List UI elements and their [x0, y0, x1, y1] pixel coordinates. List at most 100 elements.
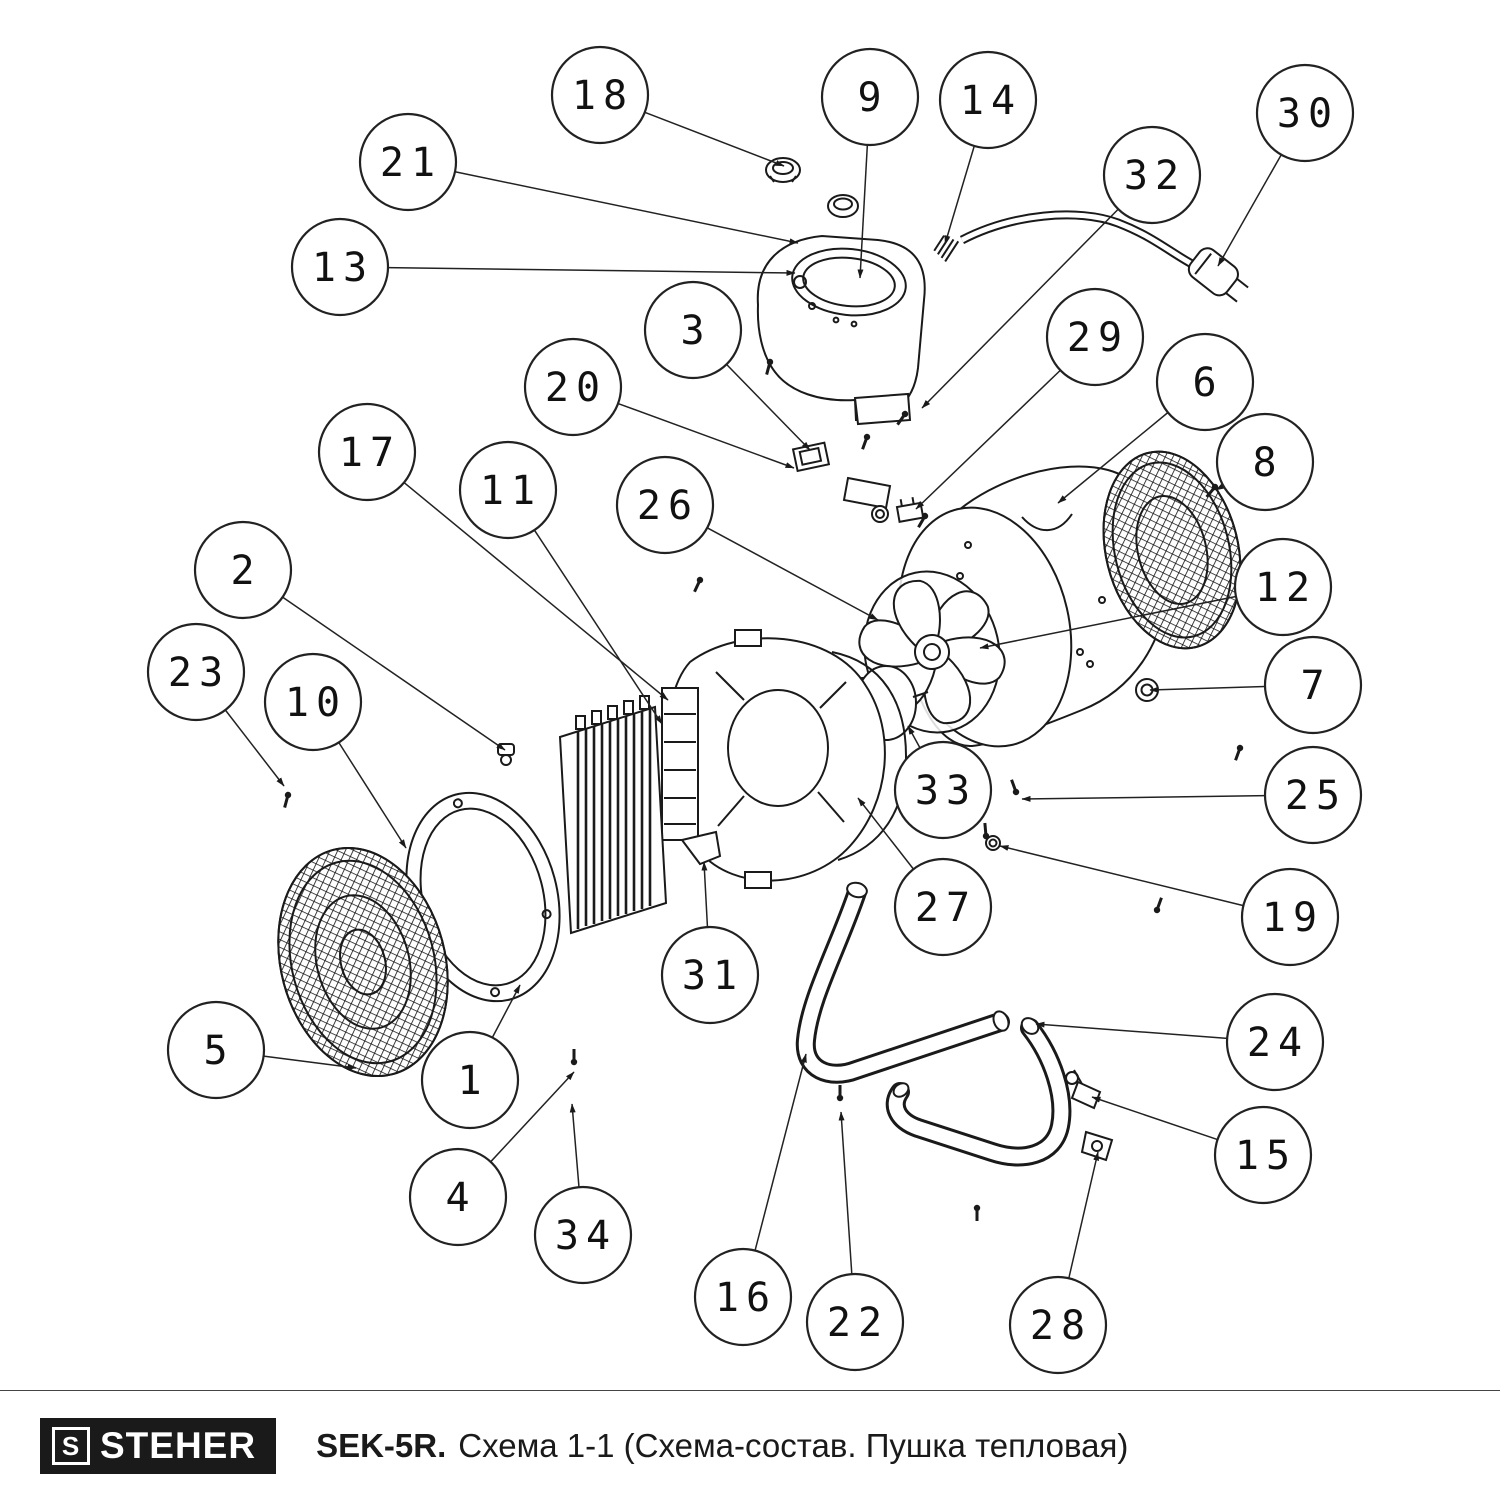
callout-number-18: 18 — [572, 73, 634, 119]
callout-number-11: 11 — [480, 468, 542, 514]
callout-number-30: 30 — [1277, 91, 1339, 137]
callout-9: 9 — [820, 47, 920, 279]
callout-balloon-2 — [193, 520, 293, 620]
callout-leader-7 — [1149, 685, 1266, 693]
callout-number-5: 5 — [203, 1028, 234, 1074]
callout-number-4: 4 — [445, 1175, 476, 1221]
callout-leader-27 — [857, 797, 915, 870]
callout-19: 19 — [999, 845, 1340, 967]
callout-leader-33 — [907, 725, 921, 749]
callout-balloon-30 — [1255, 63, 1355, 163]
small-nut — [985, 835, 1001, 851]
brand-name: STEHER — [100, 1424, 257, 1466]
callout-balloon-8 — [1215, 412, 1315, 512]
callout-balloon-27 — [893, 857, 993, 957]
control-knob-right — [827, 194, 859, 218]
power-cord — [933, 210, 1249, 303]
callout-number-21: 21 — [380, 140, 442, 186]
top-cover — [756, 234, 926, 426]
callout-number-26: 26 — [637, 483, 699, 529]
model-number: SEK-5R. — [316, 1426, 447, 1464]
callout-33: 33 — [893, 725, 993, 840]
callout-leader-18 — [644, 111, 785, 167]
callout-number-17: 17 — [339, 430, 401, 476]
callout-leader-9 — [857, 144, 869, 279]
callout-leader-23 — [224, 709, 285, 787]
callout-leader-5 — [263, 1055, 357, 1070]
callout-balloon-15 — [1213, 1105, 1313, 1205]
callout-number-14: 14 — [960, 78, 1022, 124]
callout-balloon-1 — [420, 1030, 520, 1130]
callout-27: 27 — [857, 797, 993, 957]
callout-24: 24 — [1035, 992, 1325, 1092]
brand-logo: S STEHER — [40, 1417, 277, 1474]
callout-leader-16 — [754, 1053, 807, 1251]
callout-leader-31 — [701, 861, 709, 928]
callout-number-29: 29 — [1067, 315, 1129, 361]
callout-2: 2 — [193, 520, 506, 751]
callout-32: 32 — [921, 125, 1202, 409]
thermostat — [895, 496, 925, 523]
callout-leader-4 — [490, 1071, 575, 1163]
callout-balloon-31 — [660, 925, 760, 1025]
callout-number-8: 8 — [1252, 440, 1283, 486]
callout-leader-30 — [1217, 154, 1282, 267]
callout-number-9: 9 — [857, 75, 888, 121]
callout-leader-25 — [1021, 794, 1266, 802]
callout-14: 14 — [938, 50, 1038, 245]
callout-leader-2 — [282, 596, 506, 751]
callout-10: 10 — [263, 652, 407, 849]
callout-balloon-24 — [1225, 992, 1325, 1092]
handle-frame — [795, 881, 1072, 1167]
callout-balloon-6 — [1155, 332, 1255, 432]
callout-29: 29 — [915, 287, 1145, 510]
caption-text: Схема 1-1 (Схема-состав. Пушка тепловая) — [458, 1426, 1129, 1464]
callout-number-22: 22 — [827, 1300, 889, 1346]
callout-number-10: 10 — [285, 680, 347, 726]
callout-leader-15 — [1091, 1096, 1218, 1141]
callout-12: 12 — [979, 537, 1333, 650]
callout-leader-1 — [491, 984, 521, 1038]
power-plug — [1187, 247, 1249, 303]
tube-clamp-upper — [1065, 1069, 1102, 1110]
callout-balloon-7 — [1263, 635, 1363, 735]
callout-5: 5 — [166, 1000, 357, 1100]
callout-leader-11 — [533, 529, 663, 725]
cord-grommet — [933, 235, 960, 262]
callout-balloon-10 — [263, 652, 363, 752]
callout-15: 15 — [1091, 1096, 1313, 1205]
callout-20: 20 — [523, 337, 795, 469]
callout-number-25: 25 — [1285, 773, 1347, 819]
callout-4: 4 — [408, 1071, 575, 1247]
callout-number-31: 31 — [682, 953, 744, 999]
brand-logo-icon: S — [52, 1426, 90, 1465]
callout-28: 28 — [1008, 1151, 1108, 1375]
control-knob-left — [765, 157, 801, 183]
callout-number-15: 15 — [1235, 1133, 1297, 1179]
callout-leader-8 — [1215, 483, 1225, 491]
callout-number-24: 24 — [1247, 1020, 1309, 1066]
callout-balloon-28 — [1008, 1275, 1108, 1375]
front-grille — [277, 846, 449, 1078]
callout-leader-13 — [387, 266, 796, 276]
callout-balloon-16 — [693, 1247, 793, 1347]
callout-leader-17 — [403, 481, 669, 701]
callout-leader-26 — [706, 527, 879, 621]
callout-26: 26 — [615, 455, 879, 621]
callout-3: 3 — [643, 280, 811, 451]
callout-leader-14 — [944, 145, 975, 245]
callout-leader-24 — [1035, 1021, 1228, 1040]
callout-leader-28 — [1068, 1151, 1100, 1279]
callout-number-1: 1 — [457, 1058, 488, 1104]
callout-balloon-19 — [1240, 867, 1340, 967]
callout-number-6: 6 — [1192, 360, 1223, 406]
callout-balloon-3 — [643, 280, 743, 380]
callout-leader-19 — [999, 845, 1244, 907]
callout-balloon-29 — [1045, 287, 1145, 387]
callout-6: 6 — [1057, 332, 1255, 504]
callout-leader-10 — [338, 742, 407, 849]
callout-8: 8 — [1215, 412, 1315, 512]
callout-balloon-23 — [146, 622, 246, 722]
callout-number-33: 33 — [915, 768, 977, 814]
